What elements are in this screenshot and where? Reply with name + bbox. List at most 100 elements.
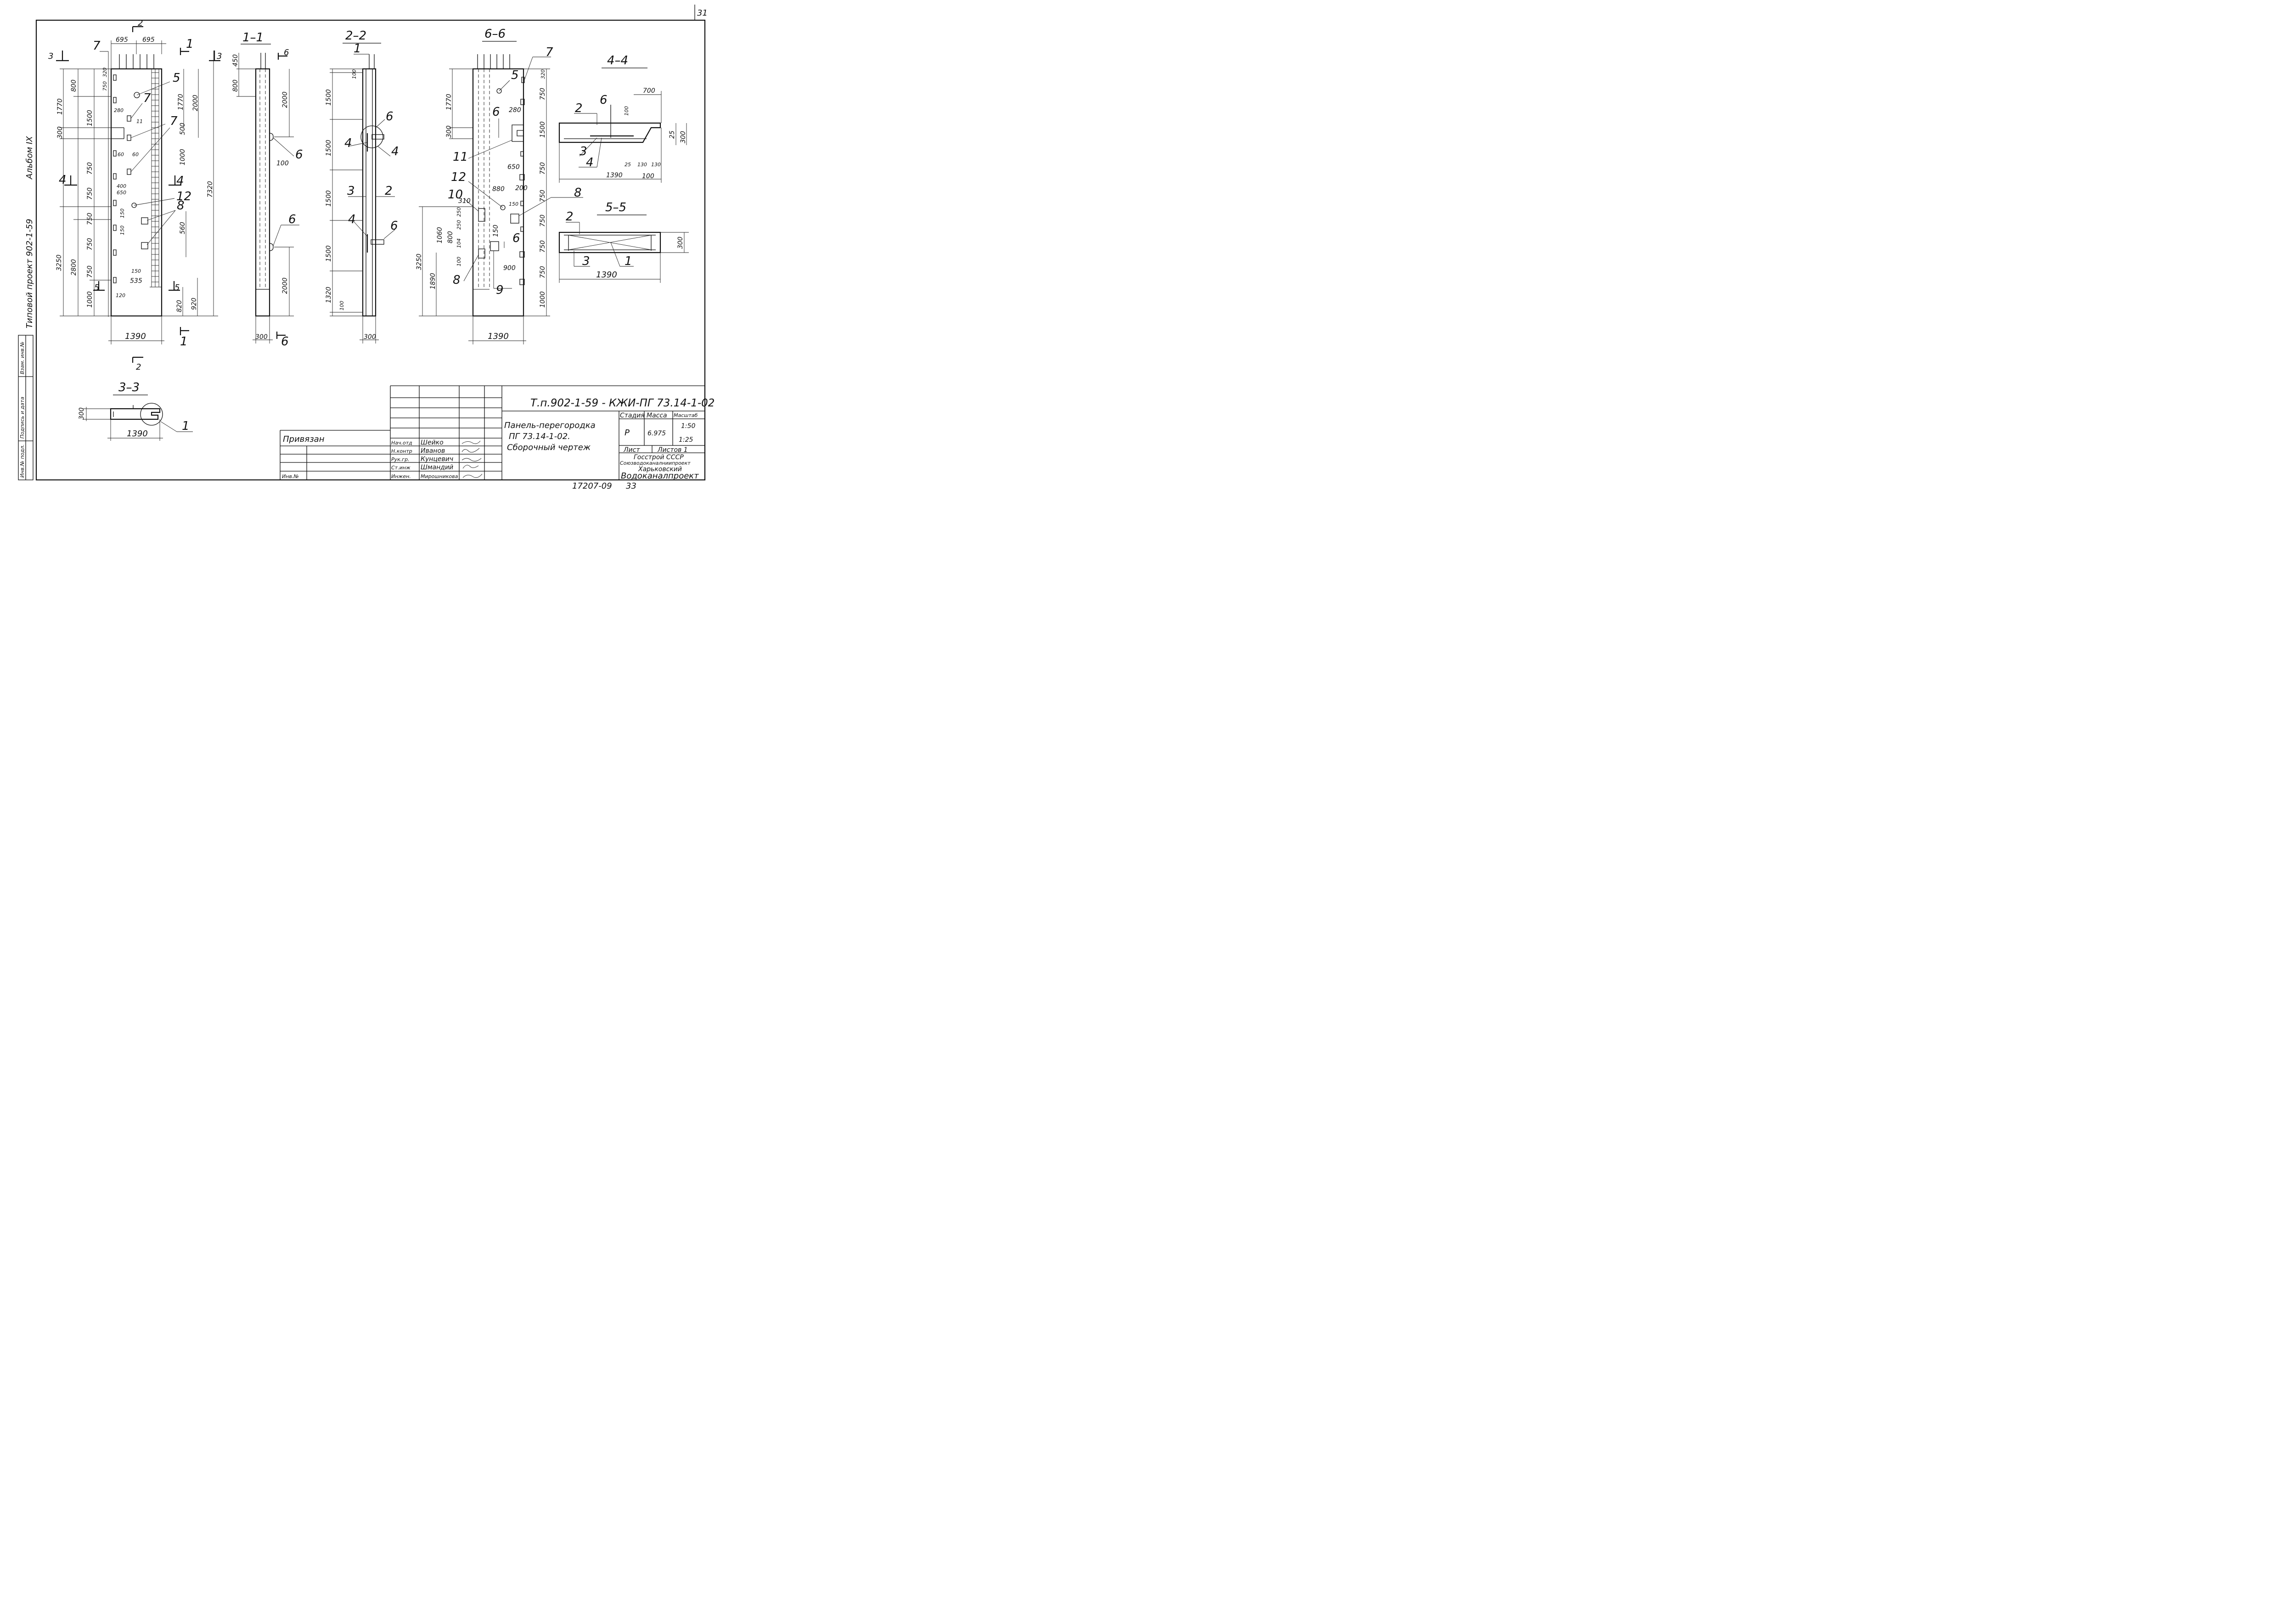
front-cut-4-left: 4 [59,173,67,187]
front-dim-750e: 750 [86,265,94,278]
front-dim-1500: 1500 [86,110,94,126]
s11-callout-6b: 6 [288,213,296,226]
stage-label: Стадия [620,412,645,419]
front-cut-1-bottom: 1 [180,335,188,349]
s22-dim-1320: 1320 [325,287,332,303]
front-dim-2800: 2800 [70,259,78,276]
s22-dim-1500d: 1500 [325,245,332,262]
mass-value: 6.975 [647,430,666,437]
margin-strip-cell-2: Подпись и дата [19,397,25,439]
staff-role-5: Инжен. [391,473,411,479]
mass-label: Масса [647,412,667,419]
staff-name-1: Шейко [421,439,444,446]
sheet-mark: 31 [697,8,708,18]
s66-dim-320: 320 [540,69,546,79]
staff-role-4: Ст.инж [391,465,411,471]
front-rdim-2000: 2000 [192,95,199,111]
s66-dim-750d: 750 [539,214,546,227]
s44-callout-2: 2 [575,101,583,115]
s44-dim-130b: 130 [651,162,661,168]
s66-dim-150a: 150 [509,201,518,207]
s11-dim-2000a: 2000 [281,91,289,108]
front-rdim-560: 560 [179,222,186,234]
s44-outline [558,122,661,143]
s22-dim-1500b: 1500 [325,140,332,156]
front-cut-5-left: 5 [94,283,99,293]
s44-dim-300: 300 [680,131,687,143]
front-sdim-535: 535 [130,277,142,285]
front-cut-3-left: 3 [48,51,53,61]
section-4-4: 4–4 700 100 25 300 25 130 130 100 1390 2… [558,54,687,183]
front-dim-750a: 750 [86,162,94,175]
doc-code: Т.п.902-1-59 - КЖИ-ПГ 73.14-1-02СБ [530,397,714,409]
bound-label: Привязан [283,434,325,444]
s44-callout-3: 3 [580,145,587,158]
s22-callout-1: 1 [354,42,361,56]
sheet-frame [35,19,706,481]
s44-dim-25b: 25 [625,162,631,168]
s11-dim-100: 100 [276,160,289,167]
s11-title: 1–1 [242,31,264,45]
s11-dim-2000b: 2000 [281,277,289,294]
s66-dim-800: 800 [447,231,454,243]
footer-page: 33 [626,481,636,491]
signatures [461,440,483,478]
s44-dim-25a: 25 [669,130,676,139]
sheets-label: Листов 1 [657,446,688,454]
s66-dim-1890: 1890 [429,273,437,289]
doc-name-line-3: Сборочный чертеж [507,443,591,452]
s22-dim-1500c: 1500 [325,190,332,207]
front-dim-800: 800 [70,79,78,92]
s11-dim-450: 450 [232,54,239,67]
s66-dim-750b: 750 [539,162,546,175]
front-sdim-750: 750 [102,81,108,91]
front-sdim-150b: 150 [119,225,125,235]
s11-cut-6-top: 6 [284,48,289,57]
section-2-2: 2–2 100 1500 1500 1500 1500 1320 100 300… [325,29,399,344]
s66-callout-8b: 8 [453,273,461,287]
title-block: Т.п.902-1-59 - КЖИ-ПГ 73.14-1-02СБ Панел… [280,385,714,481]
staff-role-2: Н.контр [391,448,412,454]
doc-name-line-1: Панель-перегородка [504,421,596,430]
s66-dim-300: 300 [445,125,453,138]
s55-outline [558,231,661,253]
front-callout-12: 12 [176,190,191,203]
front-sdim-400: 400 [117,183,126,189]
front-width: 1390 [125,332,146,341]
s33-dim-300: 300 [78,407,85,420]
drawing-sheet: Инв.№ подл. Подпись и дата Взам. инв.№ Т… [18,5,714,491]
front-rdim-1000: 1000 [179,149,186,165]
s11-cut-6-bottom: 6 [281,335,289,349]
s66-dim-250b: 250 [456,220,462,230]
front-sdim-280: 280 [114,107,124,113]
s66-dim-150b: 150 [492,225,500,237]
section-5-5: 5–5 300 1390 2 3 1 [558,201,689,283]
s11-outline [255,68,270,317]
staff-name-5: Мирошникова [421,473,458,479]
s66-dim-900: 900 [503,265,516,272]
s66-dim-750f: 750 [539,266,546,278]
s11-callout-6a: 6 [295,148,303,162]
staff-role-3: Рук.гр. [391,456,410,462]
s44-dim-130a: 130 [637,162,647,168]
front-callout-8: 8 [177,199,185,213]
front-cut-4-right: 4 [176,174,184,188]
front-rdim-820: 820 [176,300,183,312]
front-cut-3-right: 3 [217,51,222,61]
scale-1: 1:50 [681,422,696,430]
staff-name-2: Иванов [421,447,445,455]
s22-callout-6a: 6 [386,110,394,124]
s55-callout-2: 2 [566,210,574,224]
stage-value: Р [625,428,630,438]
front-dim-750c: 750 [86,213,94,225]
s66-callout-9: 9 [496,283,504,297]
s22-outline [362,68,377,317]
front-cut-1-top: 1 [186,37,194,51]
org-line-1: Госстрой СССР [634,454,684,461]
front-dim-1770: 1770 [56,98,64,115]
s55-callout-1: 1 [625,254,632,268]
org-line-2: Союзводоканалниипроект [620,460,691,466]
s66-dim-750c: 750 [539,190,546,202]
org-line-4: Водоканалпроект [621,471,699,481]
s11-dim-800: 800 [232,79,239,92]
